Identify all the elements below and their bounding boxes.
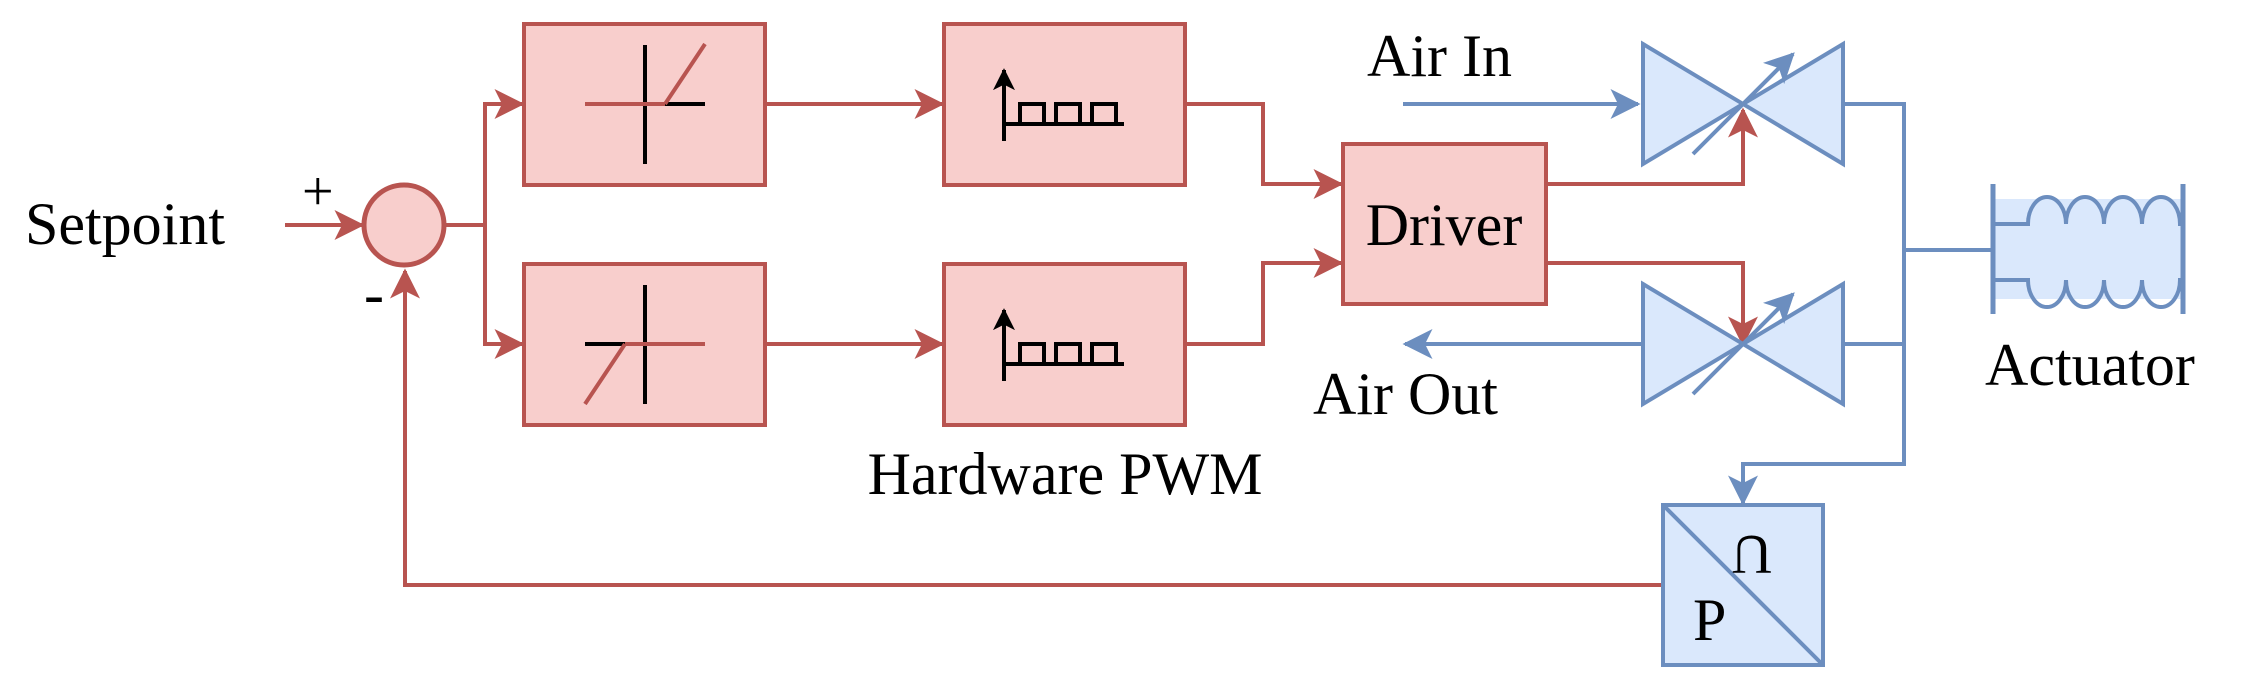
lower-deadzone-block: [522, 262, 767, 427]
manifold-to-sensor: [1728, 344, 1906, 506]
actuator: [1990, 184, 2186, 314]
actuator-label: Actuator: [1985, 332, 2195, 398]
lower-pwm-block: [942, 262, 1187, 427]
driver-block: [1341, 142, 1548, 306]
hardware-pwm-label: Hardware PWM: [868, 441, 1263, 507]
air-in-label: Air In: [1367, 23, 1512, 89]
pwm-pulse-train-icon: [993, 308, 1124, 381]
pressure-sensor: [1661, 503, 1825, 667]
wire-split-to-lower: [483, 225, 525, 359]
driver-label: Driver: [1366, 192, 1523, 258]
sensor-p-label: P: [1693, 587, 1726, 653]
signal-wires: [285, 89, 1758, 587]
minus-sign: -: [364, 261, 384, 327]
negative-deadzone-icon: [583, 285, 705, 406]
wire-upper-pwm-to-driver: [1185, 102, 1344, 199]
adjustable-valve-icon: [1691, 52, 1795, 156]
inlet-valve: [1641, 40, 1845, 168]
plus-sign: +: [302, 161, 334, 223]
bellows-actuator-icon: [1990, 184, 2186, 314]
pneumatic-lines: [1402, 89, 1991, 506]
outlet-valve: [1641, 280, 1845, 408]
pwm-pulse-train-icon: [993, 68, 1124, 141]
upper-pwm-block: [942, 22, 1187, 187]
summing-junction: [361, 182, 447, 268]
wire-driver-to-inlet-valve: [1546, 107, 1758, 186]
wire-lower-pwm-to-driver: [1185, 248, 1344, 346]
wire-driver-to-outlet-valve: [1546, 261, 1758, 347]
inlet-valve-to-manifold: [1843, 102, 1906, 346]
upper-deadzone-block: [522, 22, 767, 187]
air-out-label: Air Out: [1313, 361, 1498, 427]
adjustable-valve-icon: [1691, 292, 1795, 396]
wire-feedback: [390, 268, 1663, 587]
positive-deadzone-icon: [585, 42, 707, 164]
setpoint-label: Setpoint: [25, 191, 225, 257]
sensor-u-label: U: [1732, 523, 1772, 585]
pressure-to-voltage-transducer-icon: [1661, 503, 1825, 667]
wire-split-to-upper: [483, 89, 525, 225]
